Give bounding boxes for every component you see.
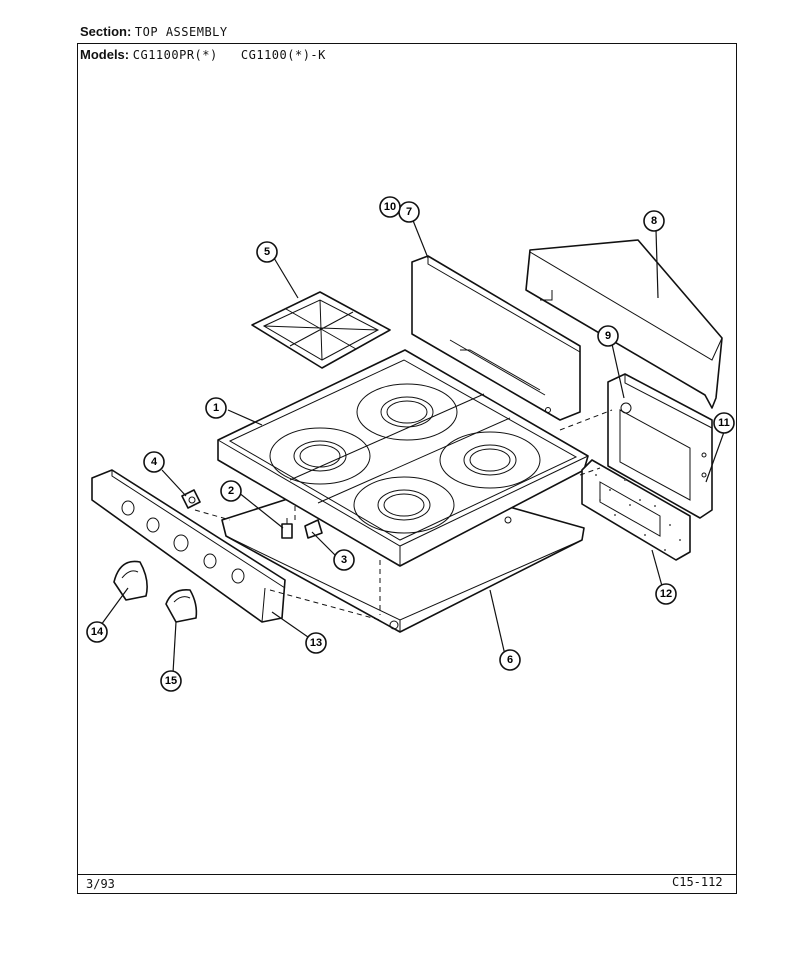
svg-text:8: 8 (651, 215, 657, 227)
part-knob-b (165, 588, 198, 623)
callout-14: 14 (86, 621, 108, 643)
callout-3: 3 (333, 549, 355, 571)
models-label: Models: (80, 47, 130, 62)
svg-text:7: 7 (406, 206, 412, 218)
part-bracket (607, 373, 713, 519)
svg-text:10: 10 (384, 201, 396, 213)
svg-text:9: 9 (605, 330, 611, 342)
callout-2: 2 (220, 480, 242, 502)
part-insulation (581, 459, 691, 561)
section-line: Section: TOP ASSEMBLY (80, 24, 228, 39)
callout-12: 12 (655, 583, 677, 605)
svg-text:1: 1 (213, 402, 219, 414)
svg-text:12: 12 (660, 588, 672, 600)
callout-10: 10 (379, 196, 401, 218)
part-backguard-cover (525, 239, 723, 409)
part-orifice (281, 518, 293, 539)
callout-8: 8 (643, 210, 665, 232)
part-main-top (217, 349, 589, 567)
section-value: TOP ASSEMBLY (134, 25, 228, 39)
callout-15: 15 (160, 670, 182, 692)
part-grate (251, 291, 391, 369)
callout-5: 5 (256, 241, 278, 263)
callout-7: 7 (398, 201, 420, 223)
part-backguard (411, 255, 581, 421)
svg-text:4: 4 (151, 456, 158, 468)
revision-date: 3/93 (86, 877, 115, 891)
part-control-panel (91, 469, 286, 623)
callout-4: 4 (143, 451, 165, 473)
callout-9: 9 (597, 325, 619, 347)
svg-text:15: 15 (165, 675, 177, 687)
svg-text:13: 13 (310, 637, 322, 649)
svg-text:11: 11 (718, 417, 730, 429)
leader-lines (100, 217, 725, 674)
models-line: Models: CG1100PR(*) CG1100(*)-K (80, 47, 326, 62)
svg-text:14: 14 (91, 626, 104, 638)
section-label: Section: (80, 24, 132, 39)
svg-text:3: 3 (341, 554, 347, 566)
footer-rule (77, 874, 737, 875)
part-knob-a (113, 560, 148, 601)
callout-13: 13 (305, 632, 327, 654)
svg-text:2: 2 (228, 485, 234, 497)
diagram-frame (77, 43, 737, 894)
callout-1: 1 (205, 397, 227, 419)
svg-text:6: 6 (507, 654, 513, 666)
part-valve (304, 519, 323, 539)
models-value: CG1100PR(*) CG1100(*)-K (132, 48, 326, 62)
part-igniter-switch (181, 489, 201, 509)
svg-text:5: 5 (264, 246, 270, 258)
callout-6: 6 (499, 649, 521, 671)
callout-11: 11 (713, 412, 735, 434)
document-number: C15-112 (672, 875, 723, 889)
